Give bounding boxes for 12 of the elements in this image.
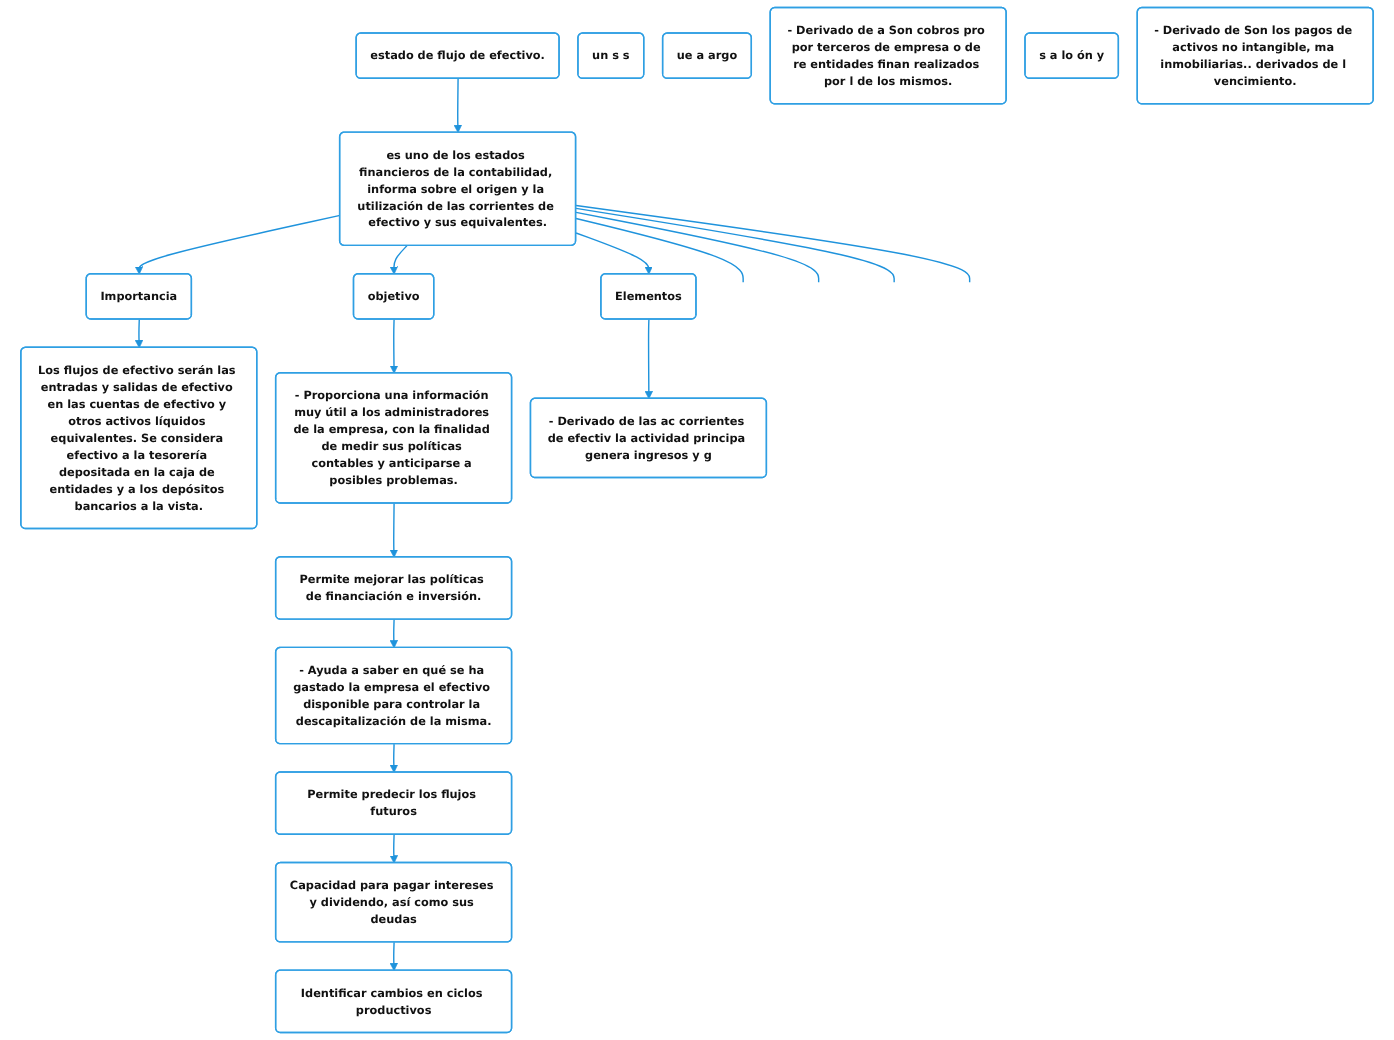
arrow (389, 834, 398, 864)
arrow (389, 318, 399, 374)
arrow (389, 502, 398, 558)
arrow (389, 618, 398, 649)
arrow (575, 232, 653, 275)
arrow (644, 318, 653, 400)
arrow (453, 78, 462, 133)
arrow (389, 245, 408, 275)
arrow (389, 743, 398, 773)
arrow (134, 214, 341, 275)
arrow (389, 941, 398, 971)
arrow (134, 318, 144, 349)
